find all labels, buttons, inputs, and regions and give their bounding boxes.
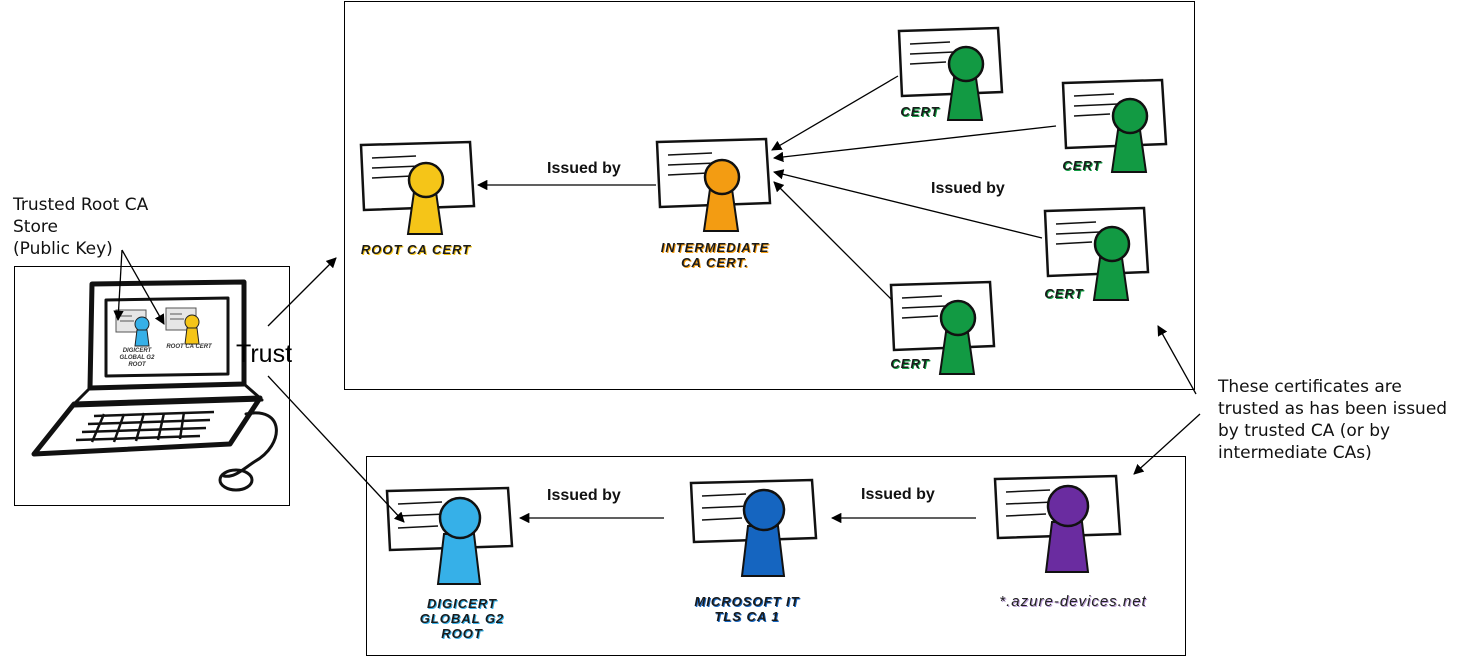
leaf3-to-intermediate-arrow <box>772 169 1043 239</box>
root-ca-cert-label: ROOT CA CERT <box>360 242 472 257</box>
leaf-cert-4-icon <box>889 280 996 375</box>
trusted-root-ca-store-note: Trusted Root CA Store (Public Key) <box>13 195 149 259</box>
digicert-root-cert-icon <box>385 486 514 585</box>
note-arrow-down <box>1133 413 1201 475</box>
microsoft-it-tls-ca-cert-icon <box>689 478 818 577</box>
laptop-drawing <box>31 279 278 492</box>
leaf-cert-3-icon <box>1043 206 1150 301</box>
issued-by-label-root: Issued by <box>547 160 621 177</box>
leaf1-to-intermediate-arrow <box>771 75 899 151</box>
leaf2-to-intermediate-arrow <box>772 125 1057 163</box>
laptop-screen-root-label: ROOT CA CERT <box>166 344 212 350</box>
trusted-certificates-note: These certificates are trusted as has be… <box>1218 377 1448 463</box>
trust-arrow-top <box>267 257 337 327</box>
intermediate-ca-cert-label: INTERMEDIATE CA CERT. <box>660 240 770 270</box>
leaf-cert-2-icon <box>1061 78 1168 173</box>
issued-by-label-digicert: Issued by <box>547 487 621 504</box>
laptop-screen-digicert-label: DIGICERT GLOBAL G2 ROOT <box>119 348 155 368</box>
bottom-chain-box <box>366 456 1186 656</box>
store-arrow-left <box>113 249 124 322</box>
digicert-root-cert-label: DIGICERT GLOBAL G2 ROOT <box>419 596 505 641</box>
leaf-cert-1-label: CERT <box>900 104 940 119</box>
store-arrow-right <box>121 249 165 325</box>
leaf-cert-4-label: CERT <box>890 356 930 371</box>
top-chain-box <box>344 1 1195 390</box>
leaf-cert-1-icon <box>897 26 1004 121</box>
laptop-box <box>14 266 290 506</box>
issued-by-label-microsoft: Issued by <box>861 486 935 503</box>
leaf4-to-intermediate-arrow <box>773 181 893 301</box>
intermediate-ca-cert-icon <box>655 137 772 232</box>
trust-label: Trust <box>236 340 293 368</box>
note-arrow-up <box>1157 325 1197 395</box>
leaf-cert-3-label: CERT <box>1044 286 1084 301</box>
azure-devices-cert-label: *.azure-devices.net <box>999 593 1147 610</box>
trust-arrow-bottom <box>267 375 405 523</box>
root-ca-cert-icon <box>359 140 476 235</box>
azure-devices-cert-icon <box>993 474 1122 573</box>
issued-by-label-intermediate: Issued by <box>931 180 1005 197</box>
microsoft-it-tls-ca-cert-label: MICROSOFT IT TLS CA 1 <box>694 594 800 624</box>
leaf-cert-2-label: CERT <box>1062 158 1102 173</box>
